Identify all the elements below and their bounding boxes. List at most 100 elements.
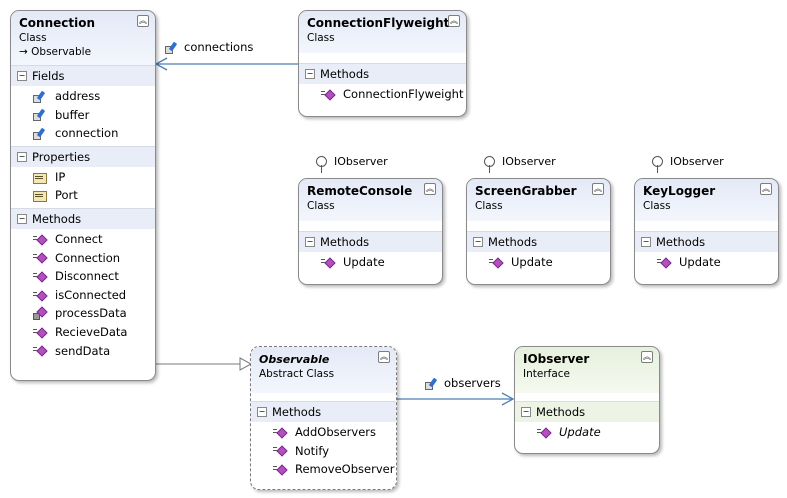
section-label: Methods (32, 211, 82, 226)
lollipop-label: IObserver (502, 155, 556, 168)
list-item[interactable]: processData (11, 304, 155, 323)
list-item[interactable]: connection (11, 124, 155, 143)
method-icon (321, 89, 334, 100)
method-icon (321, 257, 334, 268)
item-label: Connect (55, 231, 103, 246)
section-label: Methods (272, 405, 322, 419)
list-item[interactable]: Port (11, 186, 155, 205)
lollipop-label: IObserver (334, 155, 388, 168)
methods-list: Update (515, 422, 659, 445)
interface-lollipop: IObserver (484, 155, 556, 173)
protected-method-icon (33, 308, 46, 321)
method-icon (33, 345, 46, 356)
list-item[interactable]: Update (467, 253, 610, 272)
method-icon (33, 290, 46, 301)
item-label: buffer (55, 107, 90, 122)
list-item[interactable]: AddObservers (251, 423, 396, 442)
item-label: Connection (55, 250, 121, 265)
list-item[interactable]: isConnected (11, 286, 155, 305)
list-item[interactable]: ConnectionFlyweight (299, 85, 466, 104)
list-item[interactable]: IP (11, 168, 155, 187)
section-methods[interactable]: −Methods (467, 231, 610, 252)
methods-list: Connect Connection Disconnect isConnecte… (11, 229, 155, 363)
properties-list: IP Port (11, 167, 155, 208)
section-methods[interactable]: −Methods (251, 401, 396, 422)
list-item[interactable]: Disconnect (11, 267, 155, 286)
minus-icon[interactable]: − (641, 237, 651, 247)
class-connection-flyweight[interactable]: ConnectionFlyweight Class ︽ −Methods Con… (298, 10, 467, 117)
interface-iobserver[interactable]: IObserver Interface ︽ −Methods Update (514, 346, 660, 454)
class-header: KeyLogger Class ︽ (635, 179, 778, 221)
minus-icon[interactable]: − (305, 69, 315, 79)
collapse-chevron-icon[interactable]: ︽ (760, 183, 772, 195)
section-methods[interactable]: −Methods (299, 63, 466, 84)
item-label: RemoveObserver (295, 462, 395, 477)
methods-list: AddObservers Notify RemoveObserver (251, 422, 396, 482)
inheritance-arrowhead (239, 357, 253, 371)
item-label: RecieveData (55, 324, 128, 339)
collapse-chevron-icon[interactable]: ︽ (592, 183, 604, 195)
section-methods[interactable]: −Methods (11, 207, 155, 229)
observers-label-text: observers (444, 376, 501, 390)
method-icon (537, 427, 550, 438)
collapse-chevron-icon[interactable]: ︽ (448, 15, 460, 27)
method-icon (273, 427, 286, 438)
minus-icon[interactable]: − (473, 237, 483, 247)
minus-icon[interactable]: − (17, 71, 27, 81)
item-label: Update (343, 255, 385, 269)
collapse-chevron-icon[interactable]: ︽ (424, 183, 436, 195)
section-label: Methods (488, 235, 538, 249)
property-icon (33, 190, 47, 203)
section-label: Methods (656, 235, 706, 249)
class-name: RemoteConsole (307, 184, 413, 198)
list-item[interactable]: Update (635, 253, 778, 272)
list-item[interactable]: Connect (11, 230, 155, 249)
observers-association-arrow (501, 392, 515, 406)
methods-list: Update (299, 252, 442, 275)
fields-list: address buffer connection (11, 86, 155, 146)
minus-icon[interactable]: − (521, 407, 531, 417)
minus-icon[interactable]: − (257, 407, 267, 417)
minus-icon[interactable]: − (17, 151, 27, 162)
item-label: sendData (55, 343, 111, 358)
method-icon (273, 464, 286, 475)
section-methods[interactable]: −Methods (299, 231, 442, 252)
minus-icon[interactable]: − (17, 213, 27, 224)
class-observable[interactable]: Observable Abstract Class ︽ −Methods Add… (250, 346, 397, 490)
section-methods[interactable]: −Methods (515, 401, 659, 422)
section-label: Methods (320, 235, 370, 249)
section-methods[interactable]: −Methods (635, 231, 778, 252)
collapse-chevron-icon[interactable]: ︽ (378, 351, 390, 363)
section-label: Methods (536, 405, 586, 419)
list-item[interactable]: address (11, 87, 155, 106)
class-connection[interactable]: Connection Class → Observable ︽ −Fields … (10, 10, 156, 381)
item-label: connection (55, 126, 119, 141)
collapse-chevron-icon[interactable]: ︽ (137, 15, 149, 27)
section-fields[interactable]: −Fields (11, 65, 155, 86)
list-item[interactable]: Connection (11, 249, 155, 268)
class-remote-console[interactable]: RemoteConsole Class ︽ −Methods Update (298, 178, 443, 285)
base-class-name: Observable (31, 46, 92, 58)
class-kind: Class (643, 200, 671, 212)
item-label: Update (679, 255, 721, 269)
list-item[interactable]: sendData (11, 342, 155, 361)
class-screen-grabber[interactable]: ScreenGrabber Class ︽ −Methods Update (466, 178, 611, 285)
list-item[interactable]: RemoveObserver (251, 460, 396, 479)
list-item[interactable]: Notify (251, 442, 396, 461)
list-item[interactable]: RecieveData (11, 323, 155, 342)
section-properties[interactable]: −Properties (11, 145, 155, 167)
class-kind: Class (19, 32, 47, 44)
field-icon (165, 42, 178, 54)
property-icon (33, 172, 47, 184)
class-kind: Class (307, 32, 335, 44)
class-key-logger[interactable]: KeyLogger Class ︽ −Methods Update (634, 178, 779, 285)
list-item[interactable]: buffer (11, 106, 155, 125)
list-item[interactable]: Update (299, 253, 442, 272)
class-header: Connection Class → Observable ︽ (11, 11, 155, 65)
class-kind: Interface (523, 368, 571, 380)
minus-icon[interactable]: − (305, 237, 315, 247)
class-base: → Observable (19, 45, 147, 59)
list-item[interactable]: Update (515, 423, 659, 442)
method-icon (489, 257, 502, 268)
collapse-chevron-icon[interactable]: ︽ (641, 351, 653, 363)
